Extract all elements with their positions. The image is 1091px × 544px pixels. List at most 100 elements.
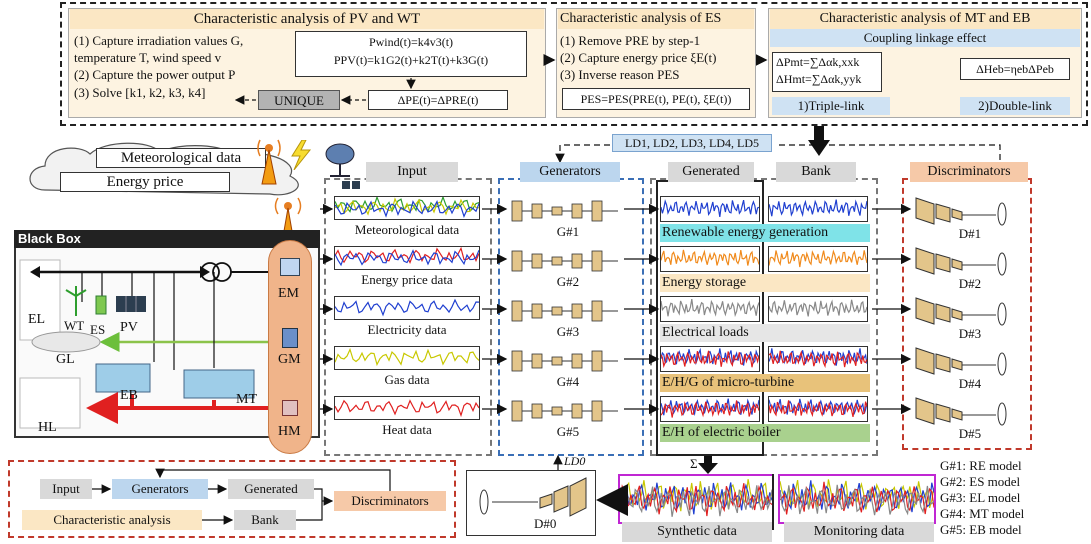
es-line-1: (1) Remove PRE by step-1 — [560, 33, 701, 48]
satellite-dish-icon — [325, 143, 355, 177]
hl-label: HL — [38, 420, 57, 435]
pvwt-title: Characteristic analysis of PV and WT — [70, 9, 544, 29]
monitoring-plot — [778, 474, 936, 524]
pv-label: PV — [120, 320, 138, 335]
wind-equation: Pwind(t)=k4v3(t) — [368, 35, 454, 49]
electric-meter-icon — [280, 258, 300, 276]
flow-panel — [8, 460, 456, 538]
generated-label: E/H/G of micro-turbine — [660, 374, 870, 392]
series-line — [335, 247, 479, 265]
input-plot — [334, 246, 480, 270]
mt-equation-box: ΔPmt=∑Δαk,xxk ΔHmt=∑Δαk,yyk — [772, 52, 882, 92]
eb-label: EB — [120, 388, 138, 403]
black-box-title: Black Box — [18, 231, 81, 246]
input-label: Energy price data — [361, 272, 453, 287]
flow-characteristic: Characteristic analysis — [22, 510, 202, 530]
d0-network-icon — [479, 477, 587, 517]
series-line — [620, 479, 772, 512]
discriminators-header: Discriminators — [910, 162, 1028, 182]
discriminator-network-icon — [915, 247, 1007, 276]
pv-equation: PPV(t)=k1G2(t)+k2T(t)+k3G(t) — [333, 53, 489, 67]
pvwt-line-2: temperature T, wind speed v — [74, 50, 222, 65]
generator-label: G#3 — [556, 324, 580, 339]
flow-bank: Bank — [234, 510, 296, 530]
legend-item: G#4: MT model — [940, 506, 1025, 521]
el-label: EL — [28, 312, 46, 327]
discriminator-label: D#4 — [958, 376, 982, 391]
series-line — [335, 200, 479, 218]
flow-generated: Generated — [228, 479, 314, 499]
discriminator-network-icon — [915, 197, 1007, 226]
input-header: Input — [366, 162, 458, 182]
double-link-label: 2)Double-link — [960, 97, 1070, 115]
sigma-down-arrow-icon — [698, 456, 718, 474]
input-plot — [334, 196, 480, 220]
monitoring-label: Monitoring data — [784, 522, 934, 542]
monitoring-series — [780, 479, 934, 516]
delta-equation: ΔPE(t)=ΔPRE(t) — [368, 90, 508, 110]
es-equation: PES=PES(PRE(t), PE(t), ξE(t)) — [562, 88, 750, 110]
legend-item: G#1: RE model — [940, 458, 1022, 473]
discriminator-network-icon — [915, 397, 1007, 426]
series-line — [769, 249, 867, 268]
unique-box: UNIQUE — [258, 90, 340, 110]
generated-label: Electrical loads — [660, 324, 870, 342]
generators-header: Generators — [520, 162, 620, 182]
discriminator-network-icon — [915, 347, 1007, 376]
triple-link-label: 1)Triple-link — [772, 97, 890, 115]
series-line — [661, 400, 759, 418]
es-line-3: (3) Inverse reason PES — [560, 67, 680, 82]
discriminator-label: D#5 — [958, 426, 982, 441]
down-arrow-icon — [808, 126, 830, 156]
mt-heat-equation: ΔHmt=∑Δαk,yyk — [776, 72, 862, 86]
pvwt-equation-box: Pwind(t)=k4v3(t) PPV(t)=k1G2(t)+k2T(t)+k… — [295, 31, 527, 77]
legend-item: G#5: EB model — [940, 522, 1022, 537]
bank-plot — [768, 246, 868, 272]
heat-meter-icon — [282, 400, 298, 416]
input-plot — [334, 396, 480, 420]
generator-label: G#2 — [556, 274, 580, 289]
generated-plot — [660, 246, 760, 272]
discriminator-label: D#1 — [958, 226, 982, 241]
generator-network-icon — [511, 250, 618, 272]
characteristic-analysis-panel — [60, 2, 1088, 126]
input-plot — [334, 346, 480, 370]
series-line — [620, 482, 772, 515]
series-line — [335, 298, 479, 317]
generator-network-icon — [511, 200, 618, 222]
black-box-title-bar — [14, 230, 320, 248]
bank-plot — [768, 396, 868, 422]
series-line — [661, 298, 759, 318]
legend-item: G#3: EL model — [940, 490, 1021, 505]
series-line — [769, 199, 867, 218]
series-line — [620, 485, 772, 517]
series-line — [661, 347, 759, 366]
discriminator-label: D#3 — [958, 326, 982, 341]
discriminator-network-icon — [915, 297, 1007, 326]
generated-header: Generated — [668, 162, 754, 182]
generated-bank-panel — [650, 178, 878, 456]
generator-label: G#5 — [556, 424, 580, 439]
series-line — [780, 484, 934, 516]
series-line — [769, 299, 867, 317]
discriminator-label: D#2 — [958, 276, 982, 291]
series-line — [661, 199, 759, 217]
mteb-title: Characteristic analysis of MT and EB — [770, 9, 1080, 29]
coupling-label: Coupling linkage effect — [770, 29, 1080, 47]
pvwt-line-3: (2) Capture the power output P — [74, 67, 236, 82]
d0-label: D#0 — [534, 516, 557, 531]
eb-equation: ΔHeb=ηebΔPeb — [960, 58, 1070, 80]
series-line — [769, 400, 867, 418]
series-line — [335, 399, 479, 418]
sigma-label: Σ — [690, 456, 698, 471]
cloud-meteorological-label: Meteorological data — [96, 148, 266, 168]
generator-label: G#4 — [556, 374, 580, 389]
bank-plot — [768, 296, 868, 322]
series-line — [335, 249, 479, 267]
generator-network-icon — [511, 350, 618, 372]
